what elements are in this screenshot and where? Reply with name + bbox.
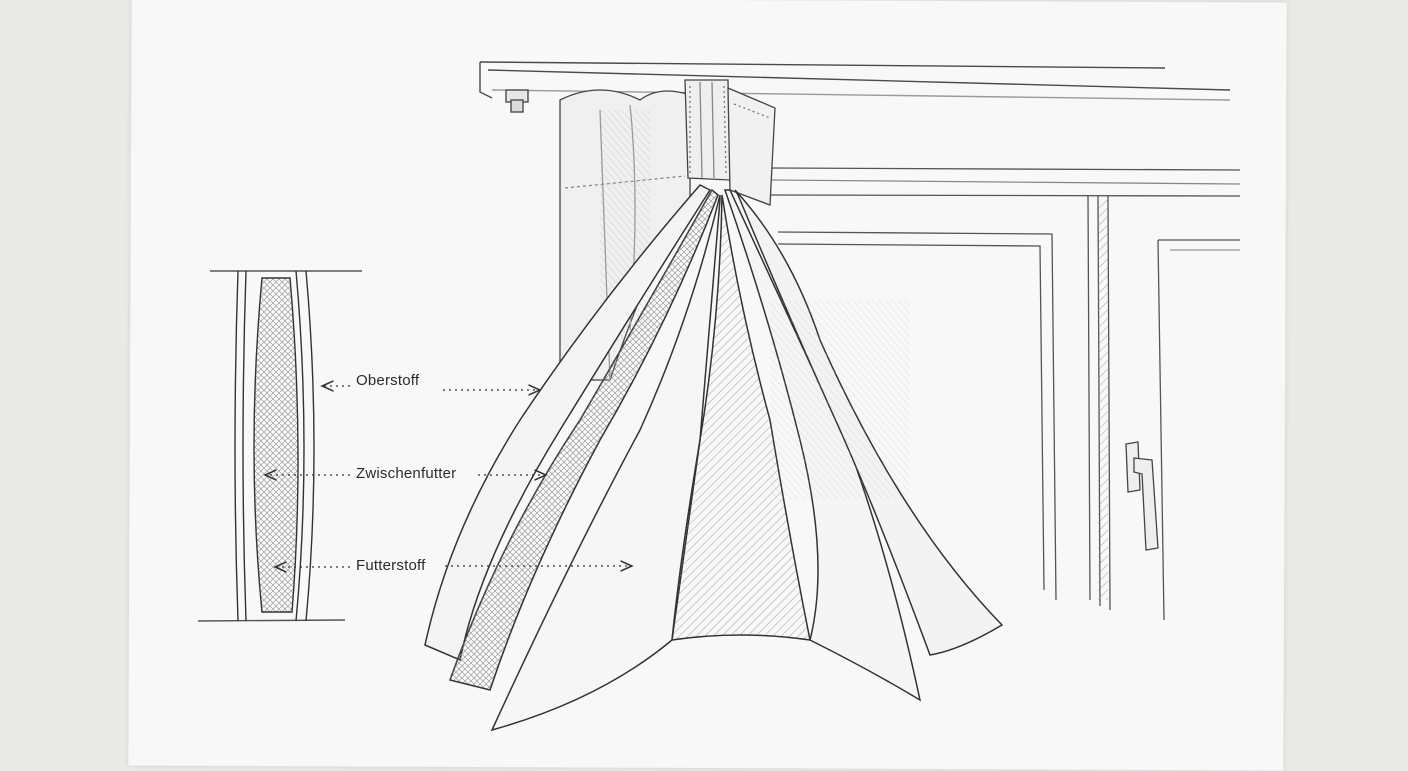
heading-tape — [684, 79, 776, 206]
label-zwischenfutter: Zwischenfutter — [356, 465, 457, 482]
cross-section-detail — [197, 270, 362, 622]
curtain-layers — [424, 184, 1004, 732]
label-arrows — [265, 386, 632, 567]
label-futterstoff: Futterstoff — [356, 557, 426, 574]
label-oberstoff: Oberstoff — [356, 372, 420, 389]
window-frame — [769, 167, 1241, 621]
window-handle-icon — [1125, 441, 1159, 551]
